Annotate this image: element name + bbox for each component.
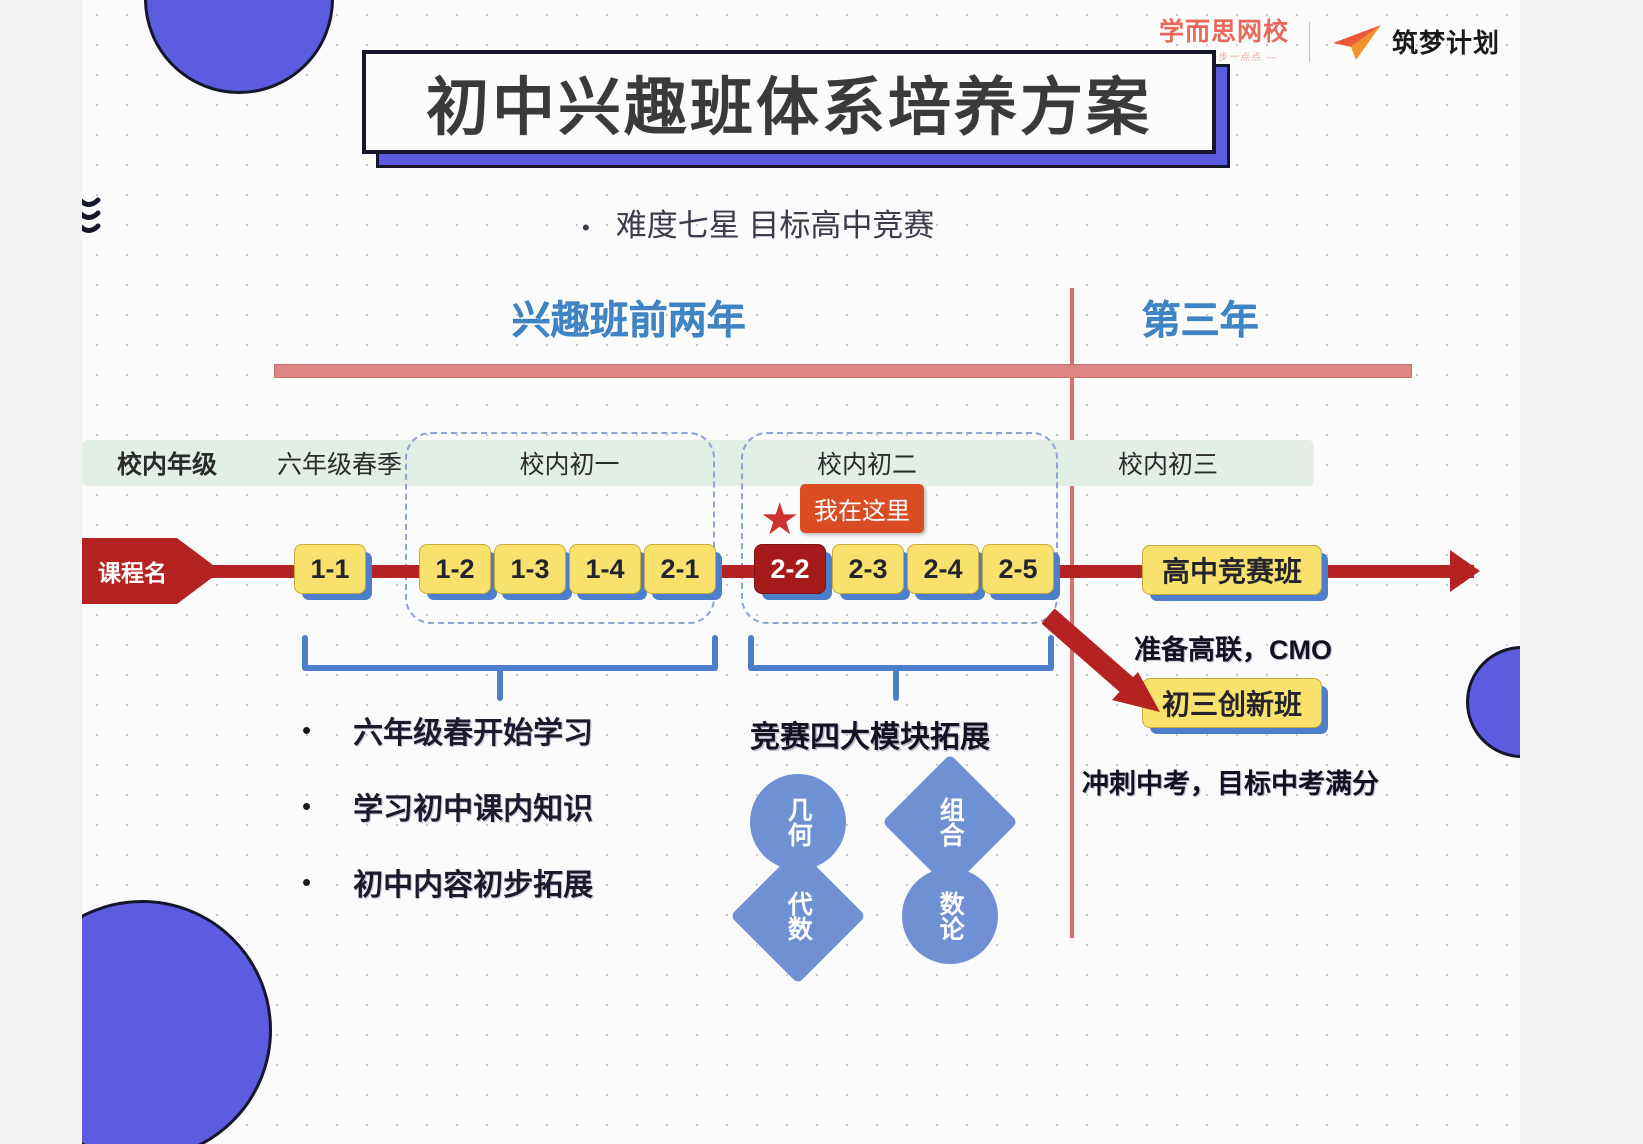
branch-arrow-icon [1042,608,1160,712]
bullet-item: • 六年级春开始学习 [302,708,593,752]
bullet-text: 初中内容初步拓展 [353,869,594,902]
phase-heading-third-year: 第三年 [1142,300,1260,343]
course-name-arrowhead [177,538,221,604]
phase-heading-first-two-years: 兴趣班前两年 [512,300,747,343]
brand-bar: 学而思网校 — 每天进步一点点 — 筑梦计划 [1158,18,1500,64]
branch-note-zhongkao: 冲刺中考，目标中考满分 [1082,769,1379,799]
course-chip-1-1[interactable]: 1-1 [294,544,366,594]
modules-section: 竞赛四大模块拓展 几何 组合 代数 数论 [730,712,1020,984]
brand-divider [1308,21,1310,62]
module-label: 数论 [936,891,965,941]
course-chip-2-5[interactable]: 2-5 [982,544,1054,594]
logo-xueersi-name: 学而思网校 [1158,18,1289,46]
module-label: 几何 [784,797,813,847]
course-name-tag: 课程名 [82,538,221,604]
course-track-arrowhead [1450,550,1480,592]
subtitle-bullet-icon: • [582,214,590,240]
decorative-circle-right [1466,646,1520,758]
subtitle: • 难度七星 目标高中竞赛 [582,200,934,245]
module-label: 组合 [936,797,965,847]
course-chip-2-2-current[interactable]: 2-2 [754,544,826,594]
logo-xueersi-tagline: — 每天进步一点点 — [1170,52,1278,63]
title-block: 初中兴趣班体系培养方案 [362,50,1230,168]
module-label: 代数 [784,891,813,941]
bullet-item: • 学习初中课内知识 [302,784,593,828]
bullet-item: • 初中内容初步拓展 [302,860,593,904]
class-chip-junior3-innovation[interactable]: 初三创新班 [1142,678,1322,728]
logo-zhumeng: 筑梦计划 [1330,23,1500,61]
decorative-circle-top [144,0,334,94]
grade-cell-junior1: 校内初一 [519,451,620,479]
course-chip-1-3[interactable]: 1-3 [494,544,566,594]
bullet-text: 学习初中课内知识 [353,793,594,826]
current-position-badge: 我在这里 [800,484,924,533]
decorative-waves-icon [82,197,101,233]
modules-title: 竞赛四大模块拓展 [750,721,990,754]
module-shape-number-theory: 数论 [902,868,998,964]
logo-zhumeng-name: 筑梦计划 [1391,28,1500,58]
course-chip-2-3[interactable]: 2-3 [832,544,904,594]
grade-row-label: 校内年级 [116,451,217,479]
bullet-dot-icon: • [302,714,312,745]
phase-divider [1070,288,1074,938]
logo-xueersi: 学而思网校 — 每天进步一点点 — [1158,18,1289,64]
grade-cell-grade6-spring: 六年级春季 [276,451,402,479]
grade-cell-junior3: 校内初三 [1117,451,1218,479]
title-box: 初中兴趣班体系培养方案 [362,50,1216,154]
brace-group-left [302,635,718,701]
current-position-star-icon: ★ [760,495,800,544]
bullet-text: 六年级春开始学习 [353,717,594,750]
course-name-label: 课程名 [82,538,177,604]
decorative-circle-bottom [82,900,272,1144]
bullet-dot-icon: • [302,790,312,821]
course-chip-1-4[interactable]: 1-4 [569,544,641,594]
bullet-dot-icon: • [302,866,312,897]
module-shape-algebra: 代数 [730,848,866,984]
bullet-list: • 六年级春开始学习 • 学习初中课内知识 • 初中内容初步拓展 [302,708,593,936]
paper-plane-icon [1332,24,1381,60]
grade-cell-junior2: 校内初二 [816,451,917,479]
course-chip-1-2[interactable]: 1-2 [419,544,491,594]
brace-group-right [748,635,1054,701]
branch-note-high-school: 准备高联，CMO [1134,635,1332,665]
grade-row: 校内年级 六年级春季 校内初一 校内初二 校内初三 [82,440,1314,486]
course-chip-2-1[interactable]: 2-1 [644,544,716,594]
timeline-band [274,364,1412,378]
course-chip-2-4[interactable]: 2-4 [907,544,979,594]
modules-grid: 几何 组合 代数 数论 [730,754,1020,984]
slide-canvas: 学而思网校 — 每天进步一点点 — 筑梦计划 初中兴趣班体系培 [82,0,1520,1144]
class-chip-high-school-competition[interactable]: 高中竞赛班 [1142,545,1322,595]
subtitle-text: 难度七星 目标高中竞赛 [615,208,935,243]
page-title: 初中兴趣班体系培养方案 [426,72,1152,143]
